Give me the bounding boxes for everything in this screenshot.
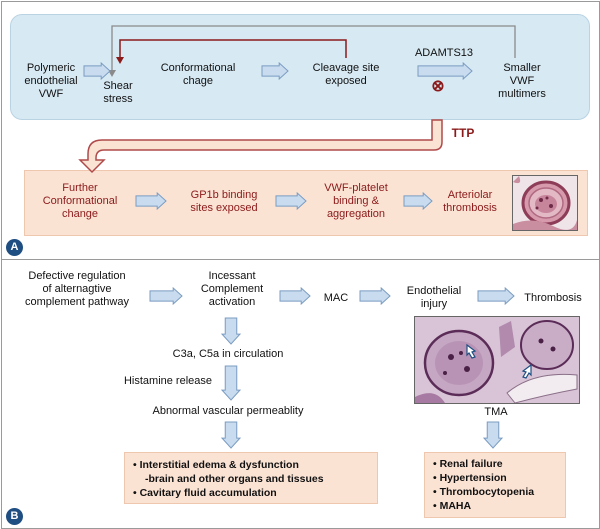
c3a-c5a-label: C3a, C5a in circulation <box>172 348 284 360</box>
gp1b-binding-label: GP1b binding sites exposed <box>190 189 258 214</box>
effect-maha: • MAHA <box>433 500 472 512</box>
histamine-release-label: Histamine release <box>123 375 213 387</box>
smaller-vwf-label: Smaller VWF multimers <box>498 62 546 100</box>
inhibition-icon: ⊗ <box>431 78 445 95</box>
vwf-platelet-label: VWF-platelet binding & aggregation <box>324 182 388 220</box>
shear-stress-label: Shear stress <box>103 80 133 105</box>
panel-b-label: B <box>6 508 23 525</box>
defective-regulation-label: Defective regulation of alternagtive com… <box>25 270 129 308</box>
adamts13-label: ADAMTS13 <box>414 47 474 59</box>
histology-image-arteriole <box>512 175 578 231</box>
conformational-change-label: Conformational chage <box>160 62 236 87</box>
abnormal-permeability-label: Abnormal vascular permeablity <box>152 405 304 417</box>
tma-effects-box: • Renal failure • Hypertension • Thrombo… <box>424 452 566 518</box>
effect-thrombocytopenia: • Thrombocytopenia <box>433 486 535 498</box>
endothelial-injury-label: Endothelial injury <box>406 285 462 310</box>
polymeric-vwf-label: Polymeric endothelial VWF <box>24 62 78 100</box>
arteriolar-thrombosis-label: Arteriolar thrombosis <box>443 189 497 214</box>
effect-brain-organs: -brain and other organs and tissues <box>145 473 324 485</box>
effect-cavitary-fluid: • Cavitary fluid accumulation <box>133 487 277 499</box>
ttp-label: TTP <box>451 126 475 140</box>
effect-renal-failure: • Renal failure <box>433 458 503 470</box>
panel-divider <box>1 259 599 260</box>
mac-label: MAC <box>323 292 349 304</box>
effect-hypertension: • Hypertension <box>433 472 507 484</box>
thrombosis-label: Thrombosis <box>524 292 582 304</box>
permeability-effects-box: • Interstitial edema & dysfunction -brai… <box>124 452 378 504</box>
tma-label: TMA <box>484 406 508 418</box>
panel-a-label: A <box>6 239 23 256</box>
cleavage-site-label: Cleavage site exposed <box>312 62 380 87</box>
further-conformational-label: Further Conformational change <box>42 182 118 220</box>
histology-image-tma <box>414 316 580 404</box>
incessant-complement-label: Incessant Complement activation <box>200 270 264 308</box>
effect-interstitial-edema: • Interstitial edema & dysfunction <box>133 459 299 471</box>
